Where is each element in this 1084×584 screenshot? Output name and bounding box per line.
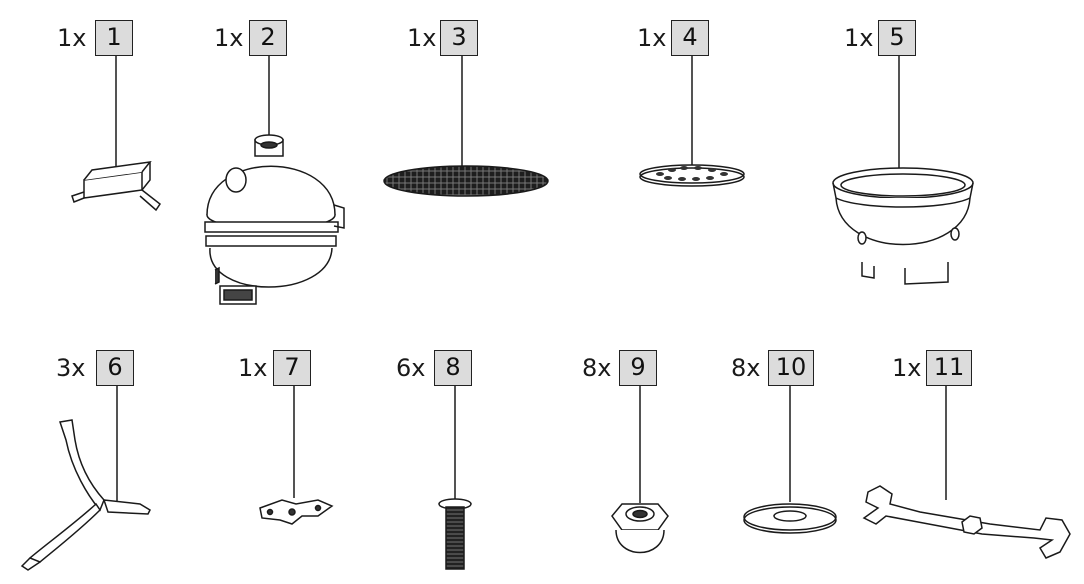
part-8-number: 8: [434, 350, 472, 386]
part-3-quantity: 1x: [407, 24, 437, 52]
part-1-number: 1: [95, 20, 133, 56]
leg-stand-illustration: [20, 419, 151, 571]
part-1-quantity: 1x: [57, 24, 87, 52]
part-5-number: 5: [878, 20, 916, 56]
part-4-number: 4: [671, 20, 709, 56]
bolt-illustration: [438, 498, 472, 570]
firebox-illustration: [832, 167, 974, 285]
part-7-number: 7: [273, 350, 311, 386]
part-9-quantity: 8x: [582, 354, 612, 382]
leader-lines: [115, 56, 947, 504]
part-6-number: 6: [96, 350, 134, 386]
part-3-number: 3: [440, 20, 478, 56]
part-10-quantity: 8x: [731, 354, 761, 382]
grill-grate-illustration: [383, 165, 549, 197]
part-5-quantity: 1x: [844, 24, 874, 52]
part-2-number: 2: [249, 20, 287, 56]
part-4-quantity: 1x: [637, 24, 667, 52]
wrench-illustration: [862, 485, 1071, 559]
part-2-quantity: 1x: [214, 24, 244, 52]
kamado-grill-illustration: [204, 134, 345, 305]
part-11-quantity: 1x: [892, 354, 922, 382]
part-10-number: 10: [768, 350, 814, 386]
washer-illustration: [743, 503, 837, 534]
part-6-quantity: 3x: [56, 354, 86, 382]
bracket-illustration: [71, 161, 162, 212]
part-11-number: 11: [926, 350, 972, 386]
part-7-quantity: 1x: [238, 354, 268, 382]
part-9-number: 9: [619, 350, 657, 386]
bracket-plate-illustration: [259, 499, 334, 525]
part-8-quantity: 6x: [396, 354, 426, 382]
charcoal-grate-illustration: [639, 164, 745, 187]
cap-nut-illustration: [611, 503, 669, 554]
